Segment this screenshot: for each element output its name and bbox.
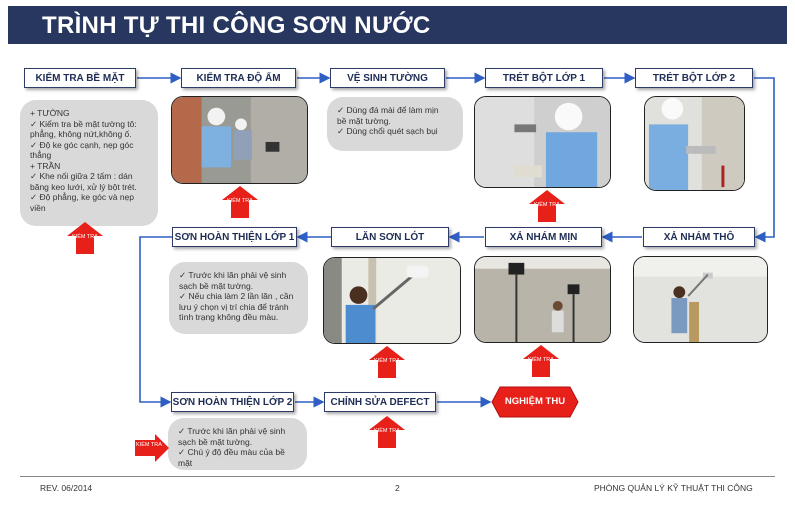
footer-page-number: 2 <box>395 483 400 493</box>
step-tret-bot-lop-2: TRÉT BỘT LỚP 2 <box>635 68 753 88</box>
step-xa-nham-tho: XẢ NHÁM THÔ <box>643 227 755 247</box>
note-kiem-tra-be-mat: + TƯỜNG ✓ Kiểm tra bề mặt tường tô: phẳn… <box>20 100 158 226</box>
photo-xa-nham-min <box>474 256 611 343</box>
step-ve-sinh-tuong: VỆ SINH TƯỜNG <box>330 68 445 88</box>
check-arrow-tret-bot-1: KIỂM TRA <box>529 190 565 222</box>
step-son-hoan-thien-lop-2: SƠN HOÀN THIỆN LỚP 2 <box>171 392 294 412</box>
step-chinh-sua-defect: CHỈNH SỬA DEFECT <box>324 392 436 412</box>
step-lan-son-lot: LĂN SƠN LÓT <box>331 227 449 247</box>
note-son-hoan-thien-lop-1: ✓ Trước khi lăn phải vệ sinh sạch bề mặt… <box>169 262 308 334</box>
step-kiem-tra-be-mat: KIỂM TRA BỀ MẶT <box>24 68 136 88</box>
check-arrow-xa-nham-min: KIỂM TRA <box>523 345 559 377</box>
title-bar: TRÌNH TỰ THI CÔNG SƠN NƯỚC <box>8 6 787 44</box>
page-title: TRÌNH TỰ THI CÔNG SƠN NƯỚC <box>42 12 431 39</box>
step-nghiem-thu: NGHIỆM THU <box>491 386 579 418</box>
step-son-hoan-thien-lop-1: SƠN HOÀN THIỆN LỚP 1 <box>172 227 297 247</box>
photo-tret-bot-lop-1 <box>474 96 611 188</box>
check-arrow-son-lop-2: KIỂM TRA <box>135 434 169 462</box>
step-tret-bot-lop-1: TRÉT BỘT LỚP 1 <box>485 68 603 88</box>
footer-department: PHÒNG QUẢN LÝ KỸ THUẬT THI CÔNG <box>594 483 753 493</box>
footer-revision: REV. 06/2014 <box>40 483 93 493</box>
photo-lan-son-lot <box>323 257 461 344</box>
footer-divider <box>20 476 775 477</box>
check-arrow-chinh-sua-defect: KIỂM TRA <box>369 416 405 448</box>
check-arrow-do-am: KIỂM TRA <box>222 186 258 218</box>
photo-kiem-tra-do-am <box>171 96 308 184</box>
step-xa-nham-min: XẢ NHÁM MỊN <box>485 227 602 247</box>
check-arrow-be-mat: KIỂM TRA <box>67 222 103 254</box>
arrow-5-6 <box>754 77 775 243</box>
step-kiem-tra-do-am: KIỂM TRA ĐỘ ẨM <box>181 68 296 88</box>
step-nghiem-thu-label: NGHIỆM THU <box>504 396 566 407</box>
photo-xa-nham-tho <box>633 256 768 343</box>
photo-tret-bot-lop-2 <box>644 96 745 191</box>
note-ve-sinh-tuong: ✓ Dùng đá mài để làm mịn bề mặt tường. ✓… <box>327 97 463 151</box>
note-son-hoan-thien-lop-2: ✓ Trước khi lăn phải vệ sinh sạch bề mặt… <box>168 418 307 470</box>
check-arrow-lan-son-lot: KIỂM TRA <box>369 346 405 378</box>
arrow-9-10 <box>139 236 172 408</box>
